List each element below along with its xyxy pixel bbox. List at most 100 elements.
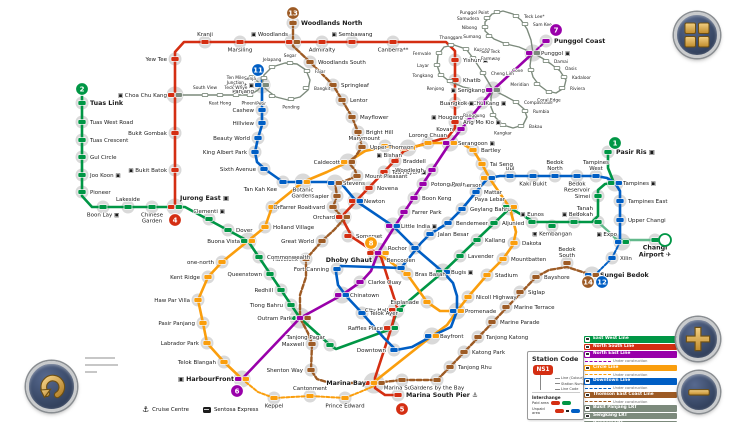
lrt-station-marker (517, 123, 525, 129)
station-marker (288, 315, 297, 321)
zoom-in-button[interactable] (676, 317, 720, 361)
station-label: Farrer Road (280, 205, 312, 211)
line-circle-marina-branch (372, 309, 459, 384)
station-marker (374, 250, 382, 256)
station-marker (397, 377, 407, 383)
station-marker (278, 179, 288, 185)
station-label: Bartley (481, 148, 501, 154)
station-label: Mattar (484, 190, 503, 196)
station-label: ▣ Expo (596, 232, 617, 238)
terminal-badge-8 (364, 236, 378, 250)
station-marker (347, 159, 356, 165)
station-label: ▣ Sengkang (451, 88, 485, 94)
sample-pill (571, 409, 580, 413)
refresh-button[interactable] (26, 361, 77, 412)
station-marker (334, 180, 343, 186)
station-label: Boon Lay ▣ (87, 213, 119, 219)
tiles-button[interactable] (674, 12, 720, 58)
legend-line-bukit-panjang-lrt: Bukit Panjang LRT (584, 405, 677, 412)
station-label: Cove (512, 68, 523, 74)
lrt-station-marker (527, 67, 535, 73)
station-marker (342, 214, 351, 220)
legend-note-row: Under construction (585, 386, 677, 391)
station-marker (393, 392, 403, 398)
legend-note-row: Under construction (585, 373, 677, 378)
interchange-sample-row: Unpaid area (532, 407, 580, 415)
station-marker (614, 239, 623, 245)
station-label: Teck Lee* (523, 14, 545, 20)
station-marker (259, 166, 269, 172)
terminal-badge-number: 7 (554, 27, 559, 35)
station-marker (477, 100, 487, 106)
station-label: Commonwealth (267, 255, 311, 261)
interchange-title: Interchange (532, 394, 561, 400)
legend-note-text: Under construction (613, 386, 648, 391)
fine-print-line (85, 357, 115, 359)
pointer-line-colour: Line (Colour) (555, 376, 584, 380)
station-marker (170, 167, 180, 173)
station-marker (473, 334, 483, 340)
station-label: Compassvale (524, 100, 553, 106)
station-label: Lentor (350, 98, 368, 104)
station-code-legend: Station Code NS1 Line (Colour) Station N… (527, 351, 589, 420)
lrt-station-marker (246, 92, 254, 98)
station-marker (305, 59, 315, 65)
lrt-station-marker (558, 85, 566, 91)
station-label: Gul Circle (90, 155, 117, 161)
station-marker (355, 279, 365, 285)
station-marker (482, 272, 492, 278)
lrt-station-marker (512, 99, 520, 105)
station-marker (77, 137, 87, 143)
zoom-out-button[interactable] (678, 371, 720, 413)
station-marker (200, 39, 210, 45)
station-label: Rochor (388, 246, 408, 252)
station-label: Simei (575, 194, 591, 200)
terminal-badge-1 (608, 136, 622, 150)
station-label: Jurong East ▣ (179, 195, 229, 202)
line-punggol-lrt-east (529, 52, 567, 94)
station-label: Sam Kee (533, 22, 552, 28)
station-marker (450, 119, 460, 125)
station-marker (457, 206, 467, 212)
lrt-station-marker (446, 78, 454, 84)
station-marker (303, 315, 312, 321)
station-marker (295, 179, 304, 185)
legend-line-downtown-line: Downtown Line (584, 378, 677, 385)
station-label: Braddell (403, 159, 426, 165)
sentosa-express-label: Sentosa Express (213, 407, 259, 413)
station-marker (407, 145, 416, 151)
station-marker (77, 154, 87, 160)
divider (532, 392, 580, 393)
fine-print-line (85, 364, 118, 366)
station-label: Bayfront (440, 334, 464, 340)
station-label: Hillview (233, 121, 255, 127)
station-marker (390, 158, 400, 164)
terminal-badge-14 (581, 275, 595, 289)
station-marker (442, 269, 451, 275)
station-label: Paya Lebar (475, 197, 506, 203)
station-code-pole (540, 375, 541, 390)
plus-icon (685, 326, 711, 352)
station-label: Yio Chu Kang ▣ (462, 101, 506, 107)
station-label: Marina South (384, 386, 421, 392)
lrt-station-marker (521, 21, 529, 27)
station-label: Marymount (349, 136, 381, 142)
station-marker (615, 217, 625, 223)
station-marker (198, 320, 208, 326)
station-label: Ang Mo Kio ▣ (463, 120, 501, 126)
station-marker (409, 195, 419, 201)
lrt-station-marker (437, 72, 445, 78)
lrt-station-marker (560, 74, 568, 80)
station-label: Khatib (463, 78, 481, 84)
station-marker (292, 39, 301, 45)
station-label: ▣ Kembangan (532, 232, 572, 238)
station-marker (468, 147, 478, 153)
station-marker (379, 169, 389, 175)
station-marker (472, 237, 482, 243)
lrt-station-marker (268, 64, 276, 70)
station-marker (432, 377, 442, 383)
station-label: King Albert Park (203, 150, 248, 156)
station-marker (234, 376, 242, 382)
